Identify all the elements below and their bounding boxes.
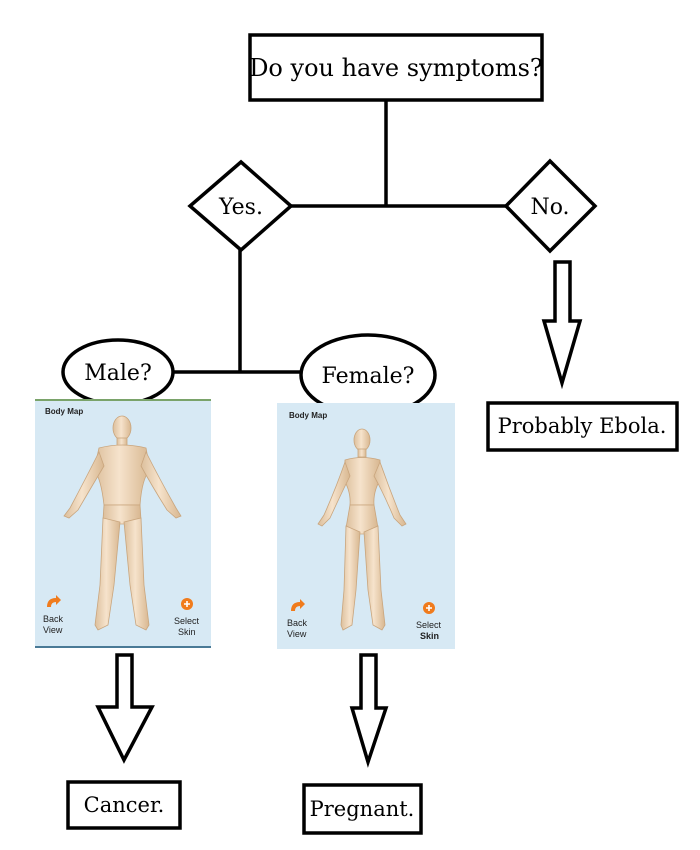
cancer-node: Cancer.	[66, 780, 182, 830]
no-label: No.	[530, 195, 569, 220]
arrow-to-pregnant	[349, 653, 389, 768]
female-panel-title: Body Map	[289, 411, 327, 420]
male-skin-label-1: Select	[174, 616, 200, 626]
ebola-node: Probably Ebola.	[486, 401, 679, 452]
male-label: Male?	[84, 361, 152, 386]
arrow-to-ebola	[541, 260, 583, 390]
arrow-to-cancer	[95, 653, 155, 764]
female-body-map-panel: Body Map Back View Select Skin	[277, 403, 455, 649]
female-select-skin-button[interactable]: Select Skin	[416, 602, 442, 641]
male-skin-label-2: Skin	[178, 627, 196, 637]
female-back-view-button[interactable]: Back View	[287, 599, 308, 639]
pregnant-label: Pregnant.	[310, 797, 415, 821]
question-label: Do you have symptoms?	[249, 54, 543, 82]
female-skin-label-2: Skin	[420, 631, 439, 641]
cancer-label: Cancer.	[84, 793, 165, 817]
male-body-map-panel: Body Map Back View Select Skin	[35, 399, 211, 648]
female-body-figure	[317, 428, 407, 631]
male-panel-title: Body Map	[45, 407, 83, 416]
back-arrow-icon	[47, 595, 61, 607]
male-back-view-button[interactable]: Back View	[43, 595, 64, 635]
female-back-label-2: View	[287, 629, 307, 639]
pregnant-node: Pregnant.	[302, 783, 423, 835]
female-skin-label-1: Select	[416, 620, 442, 630]
yes-label: Yes.	[218, 195, 263, 220]
yes-node: Yes.	[187, 159, 294, 253]
female-label: Female?	[322, 364, 415, 389]
ebola-label: Probably Ebola.	[498, 414, 667, 438]
connectors	[172, 100, 507, 374]
male-node: Male?	[61, 338, 175, 406]
male-select-skin-button[interactable]: Select Skin	[174, 598, 200, 637]
female-back-label-1: Back	[287, 618, 308, 628]
back-arrow-icon	[291, 599, 305, 611]
male-body-figure	[63, 415, 182, 631]
male-back-label-1: Back	[43, 614, 64, 624]
question-node: Do you have symptoms?	[248, 33, 544, 102]
male-back-label-2: View	[43, 625, 63, 635]
no-node: No.	[503, 158, 598, 254]
